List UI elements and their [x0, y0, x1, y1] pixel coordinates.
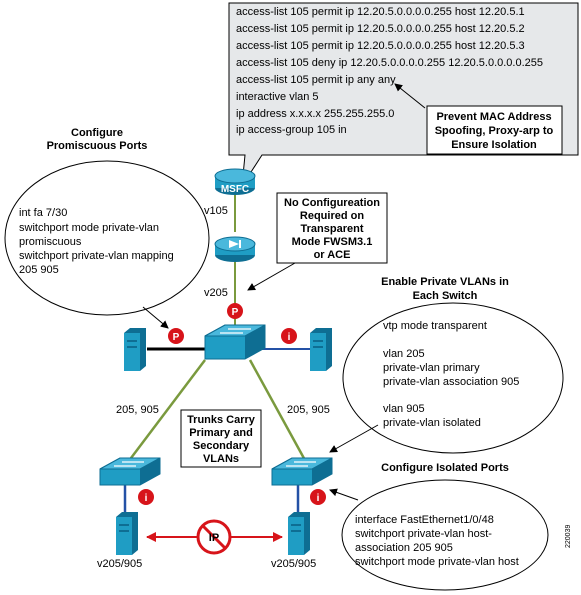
promiscuous-badge-left: P — [168, 328, 184, 344]
access-switch-right-icon[interactable] — [271, 457, 333, 486]
host-right-icon[interactable] — [288, 512, 310, 555]
acl-line: access-list 105 permit ip any any — [236, 74, 396, 86]
msfc-label: MSFC — [221, 184, 249, 195]
callout-line: Trunks Carry — [187, 414, 256, 426]
callout-line: or ACE — [314, 249, 351, 261]
callout-line: Prevent MAC Address — [436, 111, 551, 123]
promiscuous-config-bubble: int fa 7/30 switchport mode private-vlan… — [4, 160, 210, 329]
callout-line: Mode FWSM3.1 — [292, 236, 373, 248]
isolated-heading: Configure Isolated Ports — [381, 462, 509, 474]
badge-letter: i — [317, 493, 320, 504]
acl-line: access-list 105 permit ip 12.20.5.0.0.0.… — [236, 40, 525, 52]
ip-label: IP — [209, 532, 219, 544]
acl-line: ip access-group 105 in — [236, 124, 347, 136]
msfc-router-icon[interactable]: MSFC — [214, 168, 256, 195]
enable-pvlan-heading: Enable Private VLANs in — [381, 276, 509, 288]
bubble-line: 205 905 — [19, 264, 59, 276]
bubble-line: private-vlan primary — [383, 362, 480, 374]
bubble-line: private-vlan association 905 — [383, 376, 519, 388]
bubble-line: switchport mode private-vlan host — [355, 556, 519, 568]
bubble-line: vtp mode transparent — [383, 320, 487, 332]
core-switch-icon[interactable] — [204, 324, 266, 360]
isolated-config-bubble: interface FastEthernet1/0/48 switchport … — [329, 479, 549, 591]
promiscuous-badge-top: P — [227, 303, 243, 319]
bubble-line: interface FastEthernet1/0/48 — [355, 514, 494, 526]
v105-label: v105 — [204, 205, 228, 217]
acl-config-box: access-list 105 permit ip 12.20.5.0.0.0.… — [228, 2, 579, 187]
prevent-mac-callout: Prevent MAC Address Spoofing, Proxy-arp … — [394, 83, 563, 155]
badge-letter: i — [288, 332, 291, 343]
v205-label: v205 — [204, 287, 228, 299]
server-left-icon[interactable] — [124, 328, 146, 371]
badge-letter: i — [145, 493, 148, 504]
bubble-line: private-vlan isolated — [383, 417, 481, 429]
callout-line: Secondary — [193, 440, 250, 452]
server-right-icon[interactable] — [310, 328, 332, 371]
acl-line: ip address x.x.x.x 255.255.255.0 — [236, 108, 394, 120]
bubble-line: association 205 905 — [355, 542, 453, 554]
trunk-left-link — [127, 359, 206, 463]
trunks-callout: Trunks Carry Primary and Secondary VLANs — [180, 409, 262, 468]
badge-letter: P — [173, 332, 180, 343]
callout-line: Spoofing, Proxy-arp to — [435, 125, 554, 137]
bubble-line: switchport private-vlan host- — [355, 528, 492, 540]
callout-line: No Configureation — [284, 197, 380, 209]
promiscuous-heading: Configure — [71, 127, 123, 139]
badge-letter: P — [232, 307, 239, 318]
promiscuous-heading: Promiscuous Ports — [47, 140, 148, 152]
enable-pvlan-bubble: vtp mode transparent vlan 205 private-vl… — [329, 302, 564, 454]
callout-line: VLANs — [203, 453, 239, 465]
bubble-line: int fa 7/30 — [19, 207, 67, 219]
host-left-icon[interactable] — [116, 512, 138, 555]
callout-line: Ensure Isolation — [451, 139, 537, 151]
ip-blocked-indicator: IP — [146, 519, 283, 555]
callout-line: Transparent — [301, 223, 364, 235]
callout-line: Primary and — [189, 427, 253, 439]
acl-line: interactive vlan 5 — [236, 91, 319, 103]
acl-line: access-list 105 permit ip 12.20.5.0.0.0.… — [236, 6, 525, 18]
bubble-line: vlan 905 — [383, 403, 425, 415]
figure-id: 220039 — [565, 525, 572, 548]
bubble-line: switchport mode private-vlan — [19, 222, 159, 234]
access-switch-left-icon[interactable] — [99, 457, 161, 486]
isolated-badge-right-lower: i — [310, 489, 326, 505]
isolated-badge-left: i — [138, 489, 154, 505]
isolated-badge-right: i — [281, 328, 297, 344]
bubble-line: vlan 205 — [383, 348, 425, 360]
bubble-line: promiscuous — [19, 236, 82, 248]
trunk-right-label: 205, 905 — [287, 404, 330, 416]
trunk-right-link — [248, 359, 308, 463]
host-right-label: v205/905 — [271, 558, 316, 570]
host-left-label: v205/905 — [97, 558, 142, 570]
fwsm-firewall-icon[interactable] — [214, 236, 256, 262]
callout-line: Required on — [300, 210, 364, 222]
trunk-left-label: 205, 905 — [116, 404, 159, 416]
enable-pvlan-heading: Each Switch — [413, 290, 478, 302]
bubble-line: switchport private-vlan mapping — [19, 250, 174, 262]
acl-line: access-list 105 deny ip 12.20.5.0.0.0.0.… — [236, 57, 543, 69]
acl-line: access-list 105 permit ip 12.20.5.0.0.0.… — [236, 23, 525, 35]
no-config-callout: No Configureation Required on Transparen… — [247, 192, 388, 291]
